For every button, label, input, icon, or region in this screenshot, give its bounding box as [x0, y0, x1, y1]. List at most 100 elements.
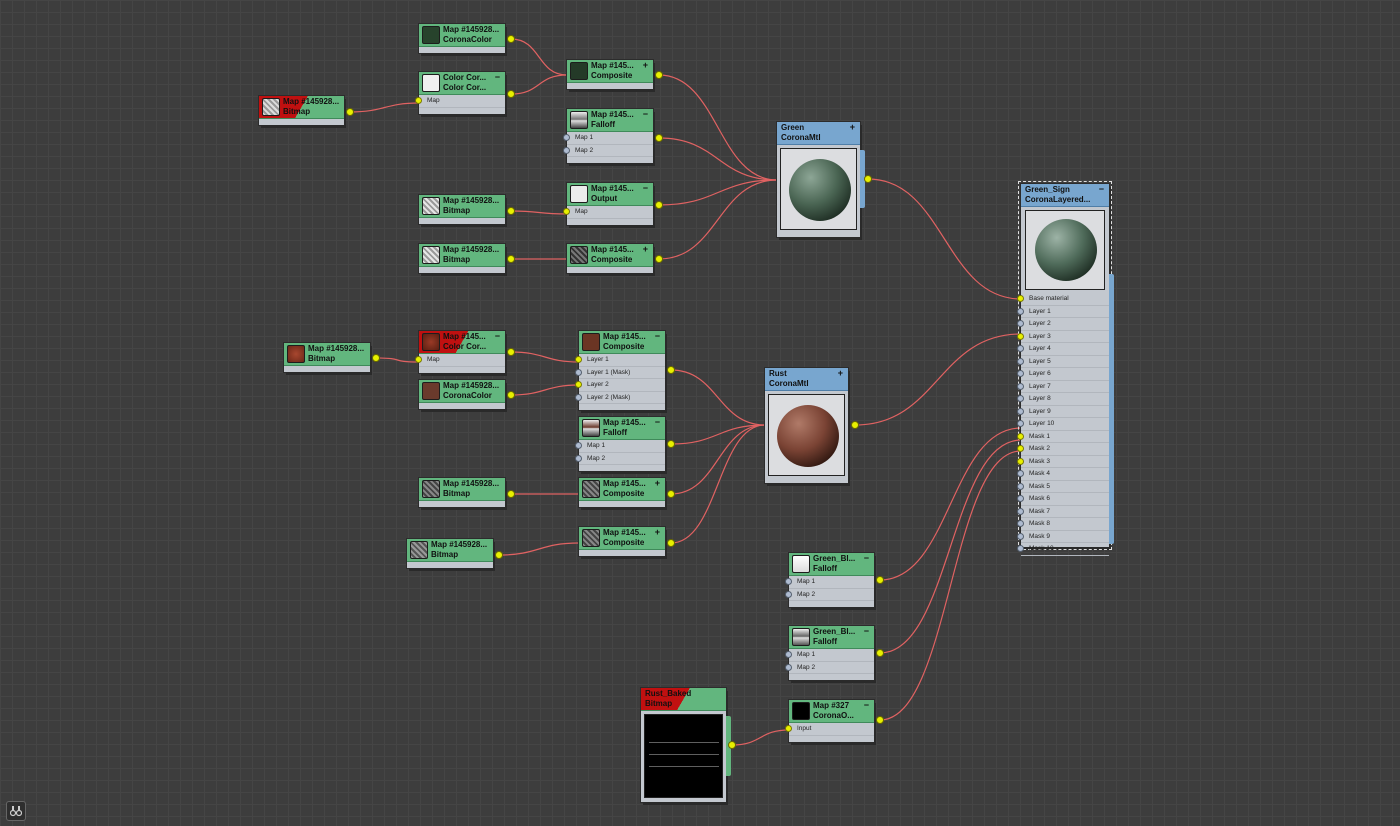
input-socket-icon[interactable] [1017, 470, 1024, 477]
node-header[interactable]: Map #327 CoronaO... − [789, 700, 874, 723]
slot-mask-2[interactable]: Mask 2 [1017, 443, 1109, 456]
input-socket-icon[interactable] [1017, 432, 1024, 440]
node-bitmap[interactable]: Map #145928... Bitmap [419, 244, 505, 273]
input-socket-icon[interactable] [1017, 532, 1024, 540]
input-socket-icon[interactable] [563, 208, 570, 215]
input-socket-icon[interactable] [1017, 357, 1024, 365]
connection-wire[interactable] [670, 424, 766, 544]
node-colorcorrect-green[interactable]: Color Cor... Color Cor... − Map [415, 72, 505, 114]
node-header[interactable]: Color Cor... Color Cor... − [419, 72, 505, 95]
output-socket-icon[interactable] [667, 366, 675, 374]
input-socket-icon[interactable] [575, 368, 582, 376]
connection-wire[interactable] [498, 542, 580, 556]
input-socket-icon[interactable] [785, 578, 792, 585]
input-socket-icon[interactable] [1017, 332, 1024, 340]
navigator-button[interactable] [6, 801, 26, 821]
slot-layer-1[interactable]: Layer 1 [1017, 306, 1109, 318]
connection-wire[interactable] [658, 137, 778, 181]
input-socket-icon[interactable] [1017, 370, 1024, 377]
input-socket-icon[interactable] [785, 590, 792, 598]
node-header[interactable]: Map #145928... Bitmap [419, 195, 505, 218]
node-header[interactable]: Map #145928... Bitmap [419, 244, 505, 267]
node-header[interactable]: Map #145... Falloff − [567, 109, 653, 132]
node-header[interactable]: Map #145928... Bitmap [407, 539, 493, 562]
connection-wire[interactable] [854, 333, 1022, 426]
node-composite-rust[interactable]: Map #145... Composite + [579, 478, 665, 507]
material-node-rust[interactable]: Rust CoronaMtl + [765, 368, 848, 483]
node-bitmap-missing[interactable]: Map #145928... Bitmap [259, 96, 344, 125]
input-socket-icon[interactable] [1017, 295, 1024, 302]
slot-mask-4[interactable]: Mask 4 [1017, 468, 1109, 481]
output-socket-icon[interactable] [864, 175, 872, 183]
connection-wire[interactable] [731, 729, 790, 746]
node-coronacolor-rust[interactable]: Map #145928... CoronaColor [419, 380, 505, 409]
slot-mask-8[interactable]: Mask 8 [1017, 518, 1109, 531]
node-bitmap-rust[interactable]: Map #145928... Bitmap [284, 343, 370, 372]
input-socket-icon[interactable] [785, 725, 792, 732]
collapse-icon[interactable]: − [654, 331, 660, 341]
connection-wire[interactable] [867, 178, 1022, 300]
output-socket-icon[interactable] [507, 391, 515, 399]
node-falloff-mask-2[interactable]: Green_Bl... Falloff − Map 1 Map 2 [785, 626, 874, 680]
connection-wire[interactable] [375, 357, 420, 363]
node-header[interactable]: Map #145928... CoronaColor [419, 380, 505, 403]
input-socket-icon[interactable] [575, 454, 582, 462]
expand-icon[interactable]: + [654, 527, 660, 537]
input-slot[interactable]: Map 2 [563, 145, 653, 157]
slot-layer-9[interactable]: Layer 9 [1017, 406, 1109, 418]
node-colorcorrect-rust[interactable]: Map #145... Color Cor... − Map [415, 331, 505, 373]
input-socket-icon[interactable] [575, 356, 582, 363]
collapse-icon[interactable]: − [642, 183, 648, 193]
input-slot[interactable]: Map 1 [575, 440, 665, 453]
node-bitmap[interactable]: Map #145928... Bitmap [419, 195, 505, 224]
connection-wire[interactable] [510, 351, 580, 363]
output-socket-icon[interactable] [507, 348, 515, 356]
node-header[interactable]: Rust_Baked Bitmap [641, 688, 726, 711]
output-socket-icon[interactable] [655, 71, 663, 79]
node-falloff-green[interactable]: Map #145... Falloff − Map 1 Map 2 [563, 109, 653, 163]
input-slot[interactable]: Map 2 [785, 662, 874, 674]
node-composite-rust[interactable]: Map #145... Composite − Layer 1 Layer 1 … [575, 331, 665, 410]
material-side-tab[interactable] [1109, 274, 1114, 544]
input-socket-icon[interactable] [563, 146, 570, 154]
connection-wire[interactable] [658, 179, 778, 260]
output-socket-icon[interactable] [655, 134, 663, 142]
expand-icon[interactable]: + [849, 122, 855, 132]
input-socket-icon[interactable] [1017, 545, 1024, 552]
collapse-icon[interactable]: − [863, 626, 869, 636]
expand-icon[interactable]: + [837, 368, 843, 378]
expand-icon[interactable]: + [642, 60, 648, 70]
node-bitmap[interactable]: Map #145928... Bitmap [407, 539, 493, 568]
node-header[interactable]: Green_Bl... Falloff − [789, 553, 874, 576]
output-socket-icon[interactable] [667, 440, 675, 448]
node-header[interactable]: Map #145... Color Cor... − [419, 331, 505, 354]
input-socket-icon[interactable] [1017, 445, 1024, 452]
input-socket-icon[interactable] [1017, 407, 1024, 415]
output-socket-icon[interactable] [728, 741, 736, 749]
input-socket-icon[interactable] [1017, 320, 1024, 327]
node-header[interactable]: Map #145... Falloff − [579, 417, 665, 440]
connection-wire[interactable] [879, 427, 1022, 581]
node-header[interactable]: Map #145928... Bitmap [419, 478, 505, 501]
node-header[interactable]: Map #145928... Bitmap [259, 96, 344, 119]
connection-wire[interactable] [670, 369, 766, 426]
output-socket-icon[interactable] [507, 255, 515, 263]
input-socket-icon[interactable] [575, 442, 582, 449]
output-socket-icon[interactable] [655, 255, 663, 263]
node-header[interactable]: Green_Bl... Falloff − [789, 626, 874, 649]
input-slot[interactable]: Layer 1 (Mask) [575, 367, 665, 379]
node-composite-green[interactable]: Map #145... Composite + [567, 60, 653, 89]
node-header[interactable]: Map #145... Composite + [579, 527, 665, 550]
node-composite-green[interactable]: Map #145... Composite + [567, 244, 653, 273]
node-header[interactable]: Map #145... Composite + [579, 478, 665, 501]
node-header[interactable]: Map #145... Composite − [579, 331, 665, 354]
input-slot[interactable]: Map [415, 354, 505, 367]
input-socket-icon[interactable] [1017, 520, 1024, 527]
output-socket-icon[interactable] [667, 539, 675, 547]
output-socket-icon[interactable] [851, 421, 859, 429]
collapse-icon[interactable]: − [494, 331, 500, 341]
slot-mask-3[interactable]: Mask 3 [1017, 456, 1109, 468]
slot-mask-9[interactable]: Mask 9 [1017, 531, 1109, 543]
node-output-green[interactable]: Map #145... Output − Map [563, 183, 653, 225]
